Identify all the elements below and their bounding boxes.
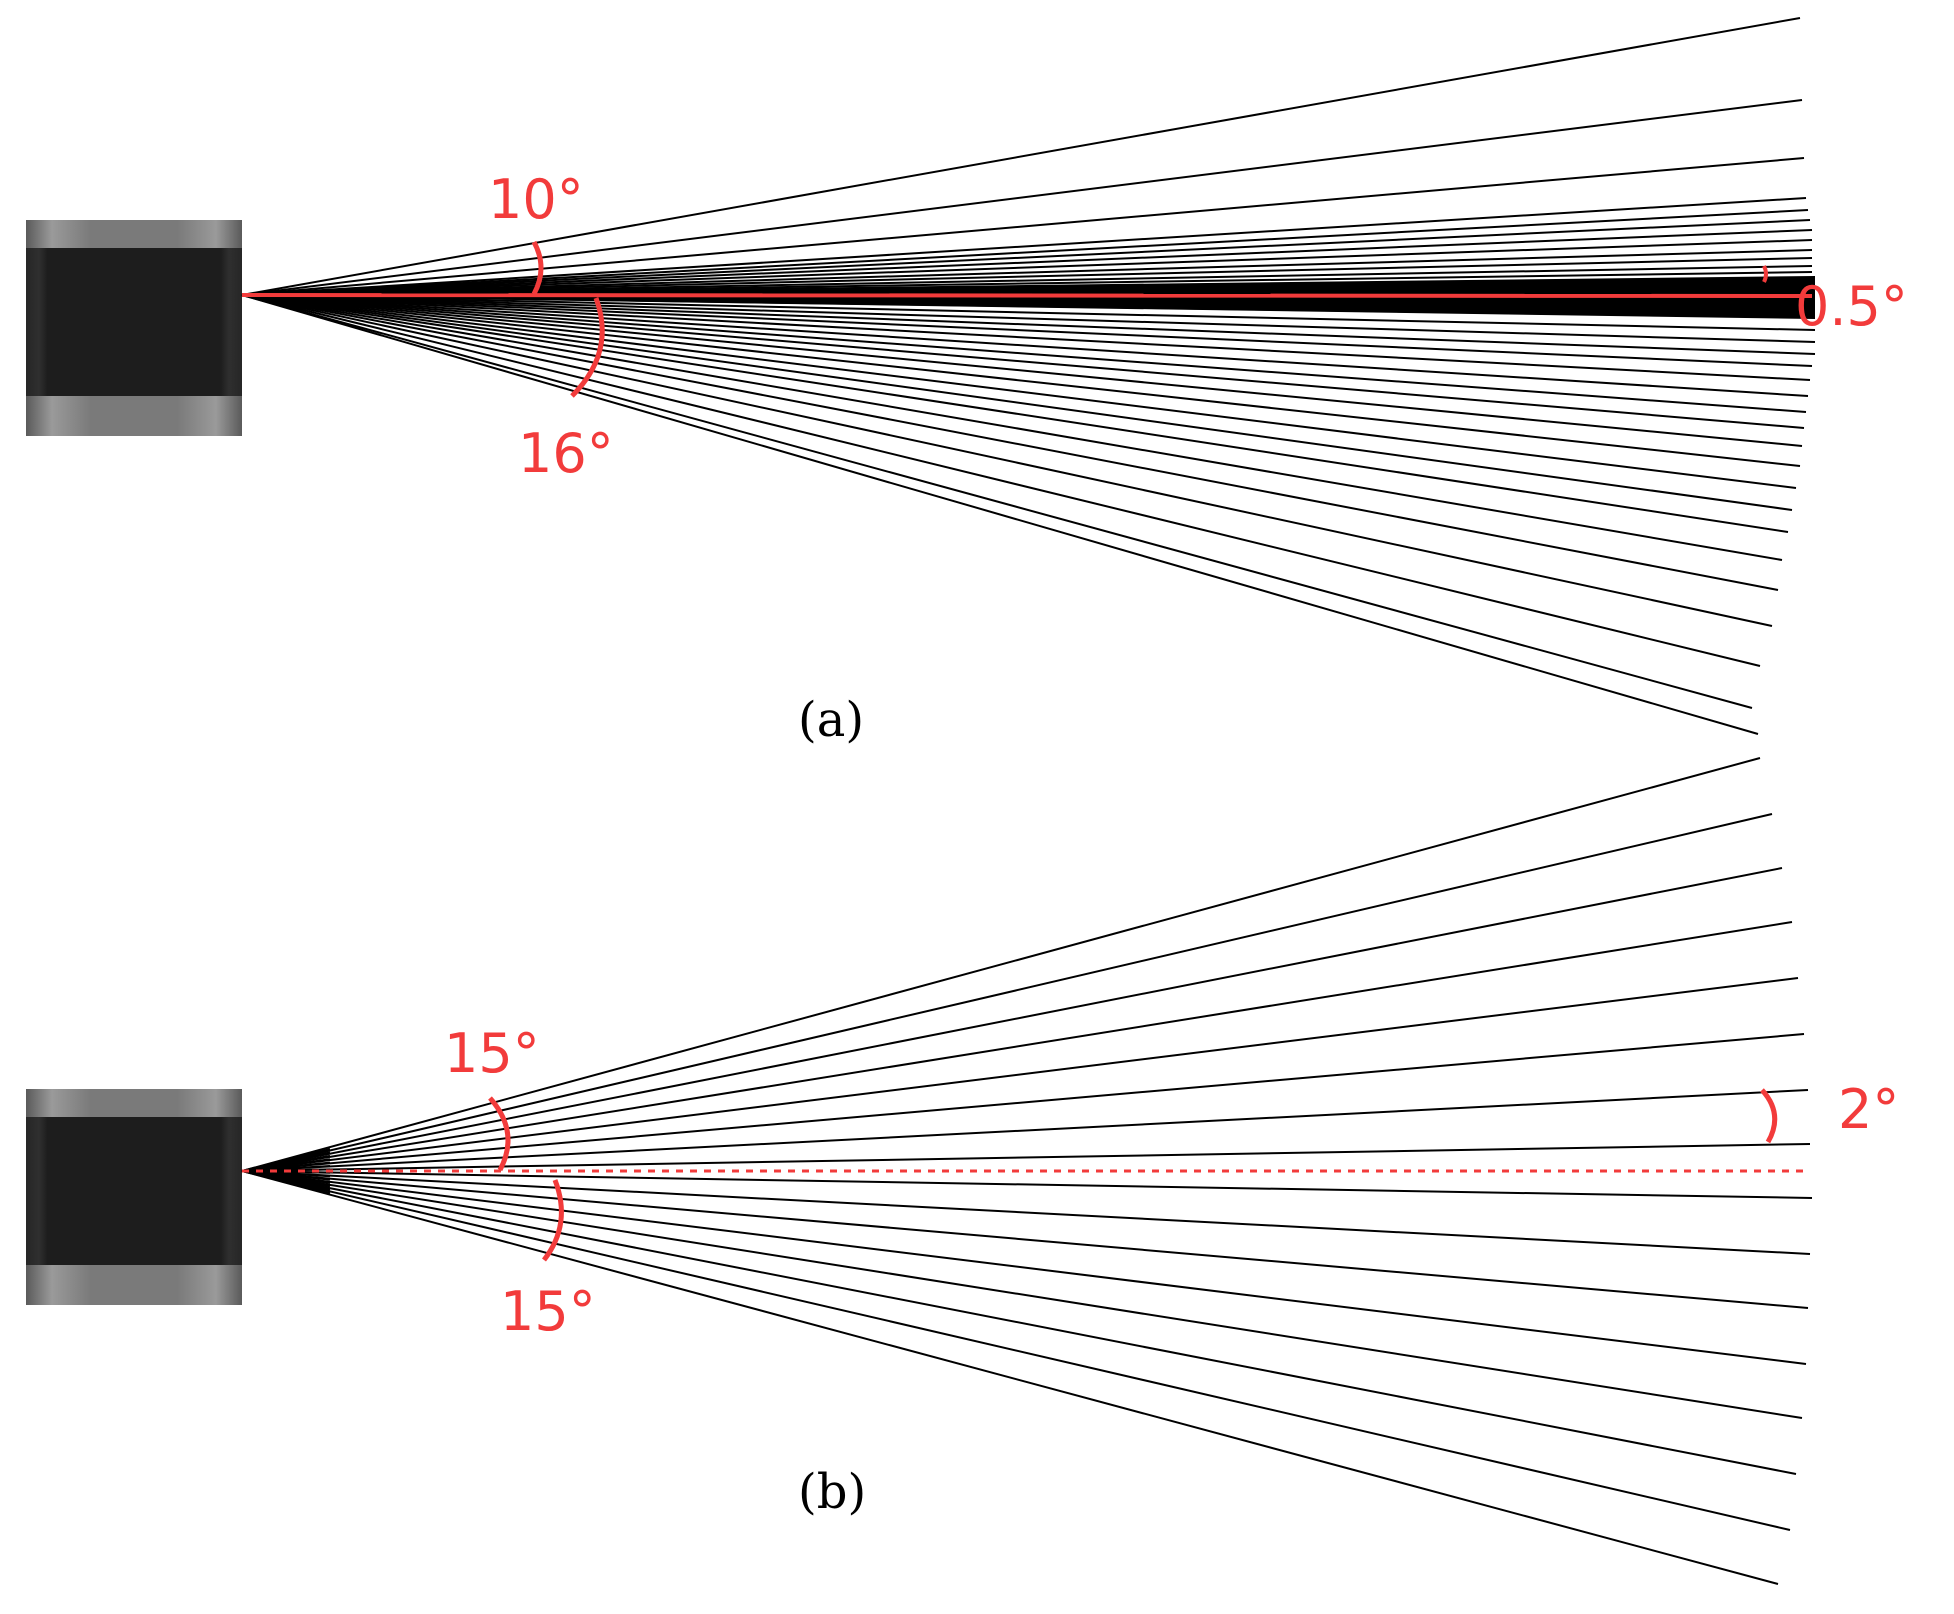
beam-b xyxy=(241,1170,1811,1255)
beam-a-lower xyxy=(241,294,1789,533)
beam-a-upper xyxy=(241,257,1813,296)
beam-a-upper xyxy=(241,157,1805,296)
arc-upper-b xyxy=(488,1096,511,1172)
beam-a-lower xyxy=(241,294,1816,319)
beam-a-lower xyxy=(241,294,1773,627)
angle-label-lower-a: 16° xyxy=(518,422,614,485)
beam-b xyxy=(241,1143,1811,1172)
arc-lower-a xyxy=(570,297,605,398)
arc-spacing-b xyxy=(1760,1088,1778,1144)
beam-b xyxy=(241,1170,1803,1419)
beam-a-lower xyxy=(241,294,1809,397)
beam-a-lower xyxy=(241,294,1779,591)
angle-label-lower-b: 15° xyxy=(500,1280,596,1343)
beam-a-lower xyxy=(241,294,1813,367)
panel-b: 15° 15° 2° (b) xyxy=(26,757,1899,1585)
beam-b xyxy=(241,977,1799,1172)
beam-a-upper xyxy=(241,209,1809,296)
panel-label-b: (b) xyxy=(798,1464,866,1520)
beam-b xyxy=(241,867,1783,1172)
beam-a-lower xyxy=(241,294,1801,467)
panel-a: 10° 16° 0.5° (a) xyxy=(26,17,1908,748)
beam-fan-a xyxy=(241,17,1816,735)
beam-b xyxy=(241,1033,1805,1172)
arc-upper-a xyxy=(531,240,544,296)
beam-b xyxy=(241,1170,1807,1365)
beam-b xyxy=(241,1170,1797,1475)
beam-b xyxy=(241,921,1793,1172)
beam-a-lower xyxy=(241,294,1803,447)
beam-a-lower xyxy=(241,294,1816,331)
beam-a-lower xyxy=(241,294,1761,667)
beam-b xyxy=(241,813,1773,1172)
angle-label-upper-a: 10° xyxy=(488,168,584,231)
beam-b-near-fill xyxy=(241,1170,331,1195)
beam-a-lower xyxy=(241,294,1816,355)
beam-a-lower xyxy=(241,294,1816,343)
beam-a-lower xyxy=(241,294,1807,413)
beam-a-upper xyxy=(241,99,1803,296)
angle-label-upper-b: 15° xyxy=(444,1022,540,1085)
arc-lower-b xyxy=(542,1179,564,1262)
beam-a-lower xyxy=(241,294,1811,381)
beam-a-lower xyxy=(241,294,1797,489)
beam-a-lower xyxy=(241,294,1805,429)
beam-a-lower xyxy=(241,294,1753,709)
angle-label-resolution-a: 0.5° xyxy=(1795,275,1908,338)
reference-line-a xyxy=(241,293,1813,298)
arc-resolution-a xyxy=(1762,265,1768,283)
beam-a-upper xyxy=(241,219,1811,296)
lidar-sensor-b xyxy=(26,1089,242,1305)
lidar-sensor-a xyxy=(26,220,242,436)
beam-a-upper xyxy=(241,17,1801,296)
beam-a-upper xyxy=(241,249,1813,296)
beam-a-lower xyxy=(241,294,1759,735)
beam-b xyxy=(241,1170,1813,1199)
beam-b xyxy=(241,1170,1791,1531)
angle-label-spacing-b: 2° xyxy=(1838,1078,1899,1141)
beam-b xyxy=(241,1170,1779,1585)
beam-b xyxy=(241,1170,1809,1309)
beam-a-upper xyxy=(241,197,1807,296)
panel-label-a: (a) xyxy=(798,692,864,748)
beam-a-lower xyxy=(241,294,1783,561)
beam-a-upper xyxy=(241,239,1813,296)
beam-a-lower xyxy=(241,294,1793,511)
beam-a-upper xyxy=(241,229,1813,296)
